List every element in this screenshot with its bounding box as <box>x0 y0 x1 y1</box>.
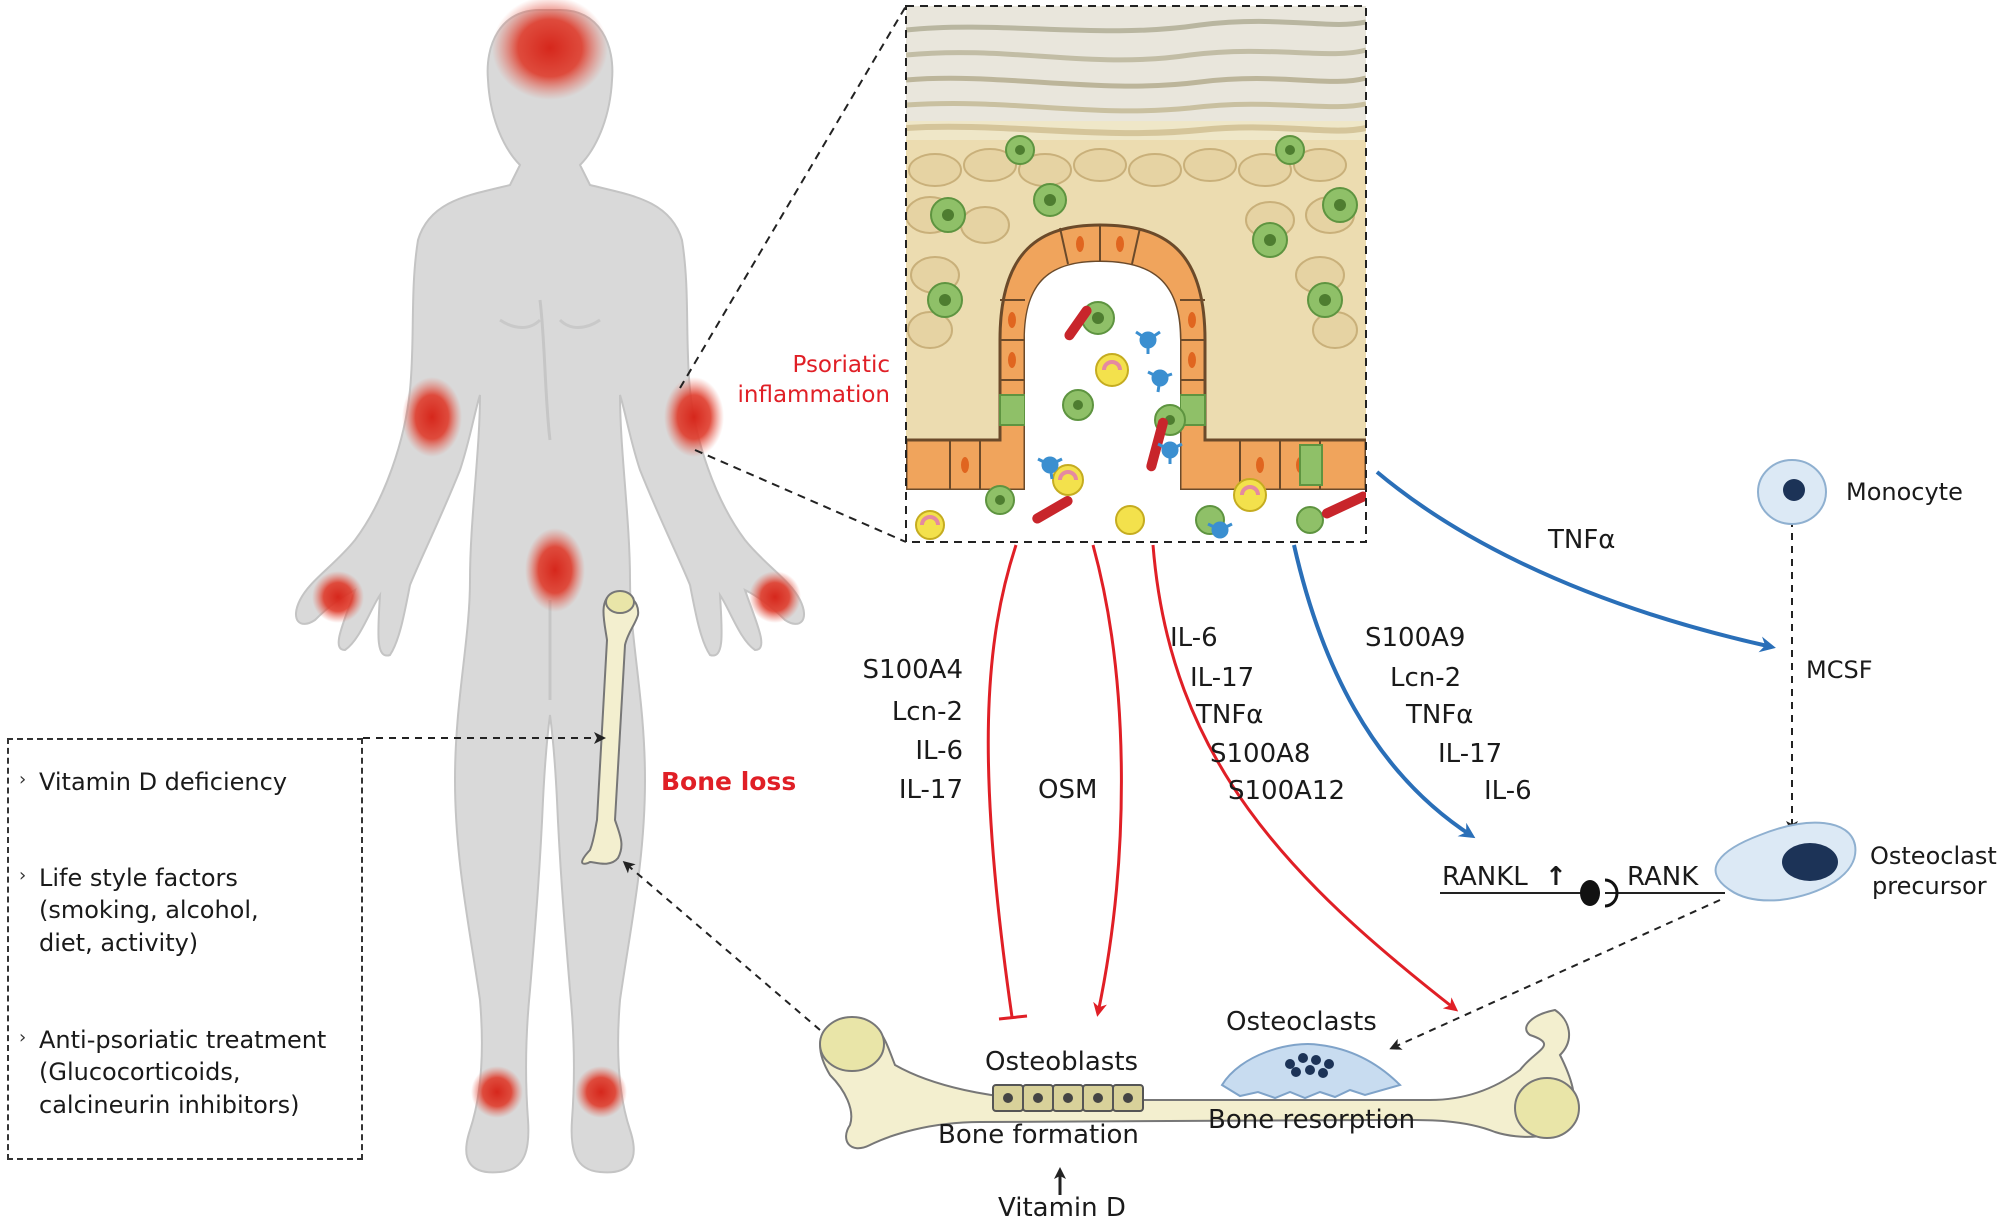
femur-bone-icon <box>581 590 640 865</box>
bone-to-femur-arrow <box>622 861 821 1031</box>
resorption-mediator-4: S100A8 <box>1210 739 1310 769</box>
chevron-right-icon: › <box>19 769 27 790</box>
inhibit-path-arrow <box>986 544 1018 1018</box>
rankl-mediator-4: IL-17 <box>1438 739 1502 769</box>
inhibit-mediator-2: Lcn-2 <box>892 697 963 727</box>
osteoblasts-cells-icon <box>992 1084 1144 1112</box>
risk-factor-line: Anti-psoriatic treatment <box>39 1026 327 1054</box>
risk-factor-line: Vitamin D deficiency <box>39 768 288 796</box>
osteoclast-precursor-label-line1: Osteoclast <box>1870 842 1997 870</box>
resorption-mediator-5: S100A12 <box>1228 776 1345 806</box>
zoom-connector-top <box>679 5 907 389</box>
osteoblasts-label: Osteoblasts <box>985 1047 1138 1077</box>
resorption-mediator-1: IL-6 <box>1170 623 1218 653</box>
resorption-mediator-3: TNFα <box>1195 700 1263 730</box>
risk-factor-lifestyle: › Life style factors (smoking, alcohol, … <box>19 862 259 959</box>
resorption-mediator-2: IL-17 <box>1190 663 1254 693</box>
inflammation-hotspots <box>312 0 801 1118</box>
bone-loss-label: Bone loss <box>661 767 796 796</box>
osm-path-arrow <box>1091 544 1123 1017</box>
zoom-connector-bottom <box>694 449 907 543</box>
risk-factor-line: (smoking, alcohol, <box>39 896 259 925</box>
osm-label: OSM <box>1038 775 1097 805</box>
skin-panel-frame <box>905 5 1367 543</box>
precursor-to-osteoclast-arrow <box>1389 899 1721 1050</box>
resorption-path-arrow <box>1151 544 1459 1012</box>
risk-factor-vitamin-d: › Vitamin D deficiency <box>19 766 288 798</box>
chevron-right-icon: › <box>19 865 27 886</box>
tnfa-path-arrow <box>1375 470 1776 653</box>
rankl-rank-binding <box>1440 878 1725 908</box>
chevron-right-icon: › <box>19 1027 27 1048</box>
vitamin-d-label: Vitamin D <box>998 1193 1126 1221</box>
risk-factor-line: Life style factors <box>39 864 238 892</box>
bone-formation-label: Bone formation <box>938 1120 1139 1150</box>
inhibit-bar <box>998 1014 1028 1021</box>
osteoclast-precursor-cell-icon <box>1714 821 1857 902</box>
rankl-path-arrow <box>1292 544 1476 839</box>
bone-resorption-label: Bone resorption <box>1208 1105 1415 1135</box>
psoriatic-label-line2: inflammation <box>737 382 890 408</box>
osteoclast-precursor-label-line2: precursor <box>1872 872 1987 900</box>
osteoclast-cell-icon <box>1220 1043 1402 1100</box>
rankl-up-arrow-icon: ↑ <box>1545 862 1567 892</box>
rankl-mediator-3: TNFα <box>1405 700 1473 730</box>
rankl-mediator-2: Lcn-2 <box>1390 663 1461 693</box>
rankl-mediator-5: IL-6 <box>1484 776 1532 806</box>
inhibit-mediator-3: IL-6 <box>915 736 963 766</box>
risk-factor-line: (Glucocorticoids, <box>39 1058 241 1087</box>
rankl-label: RANKL <box>1442 862 1528 892</box>
rank-label: RANK <box>1627 862 1699 892</box>
monocyte-label: Monocyte <box>1846 478 1963 506</box>
inhibit-mediator-1: S100A4 <box>863 655 963 685</box>
tnfa-label: TNFα <box>1547 525 1615 555</box>
mcsf-label: MCSF <box>1806 656 1873 684</box>
psoriatic-label-line1: Psoriatic <box>792 352 890 378</box>
inhibit-mediator-4: IL-17 <box>899 775 963 805</box>
risk-factor-line: calcineurin inhibitors) <box>39 1090 300 1119</box>
osteoclasts-label: Osteoclasts <box>1226 1007 1377 1037</box>
psoriatic-skin-panel <box>906 6 1366 542</box>
rankl-mediator-1: S100A9 <box>1365 623 1465 653</box>
long-bone-icon <box>819 1008 1580 1150</box>
risk-factors-box: › Vitamin D deficiency › Life style fact… <box>7 738 363 1160</box>
risk-factor-line: diet, activity) <box>39 928 199 957</box>
monocyte-cell-icon <box>1757 459 1827 525</box>
risk-factor-treatment: › Anti-psoriatic treatment (Glucocortico… <box>19 1024 327 1121</box>
